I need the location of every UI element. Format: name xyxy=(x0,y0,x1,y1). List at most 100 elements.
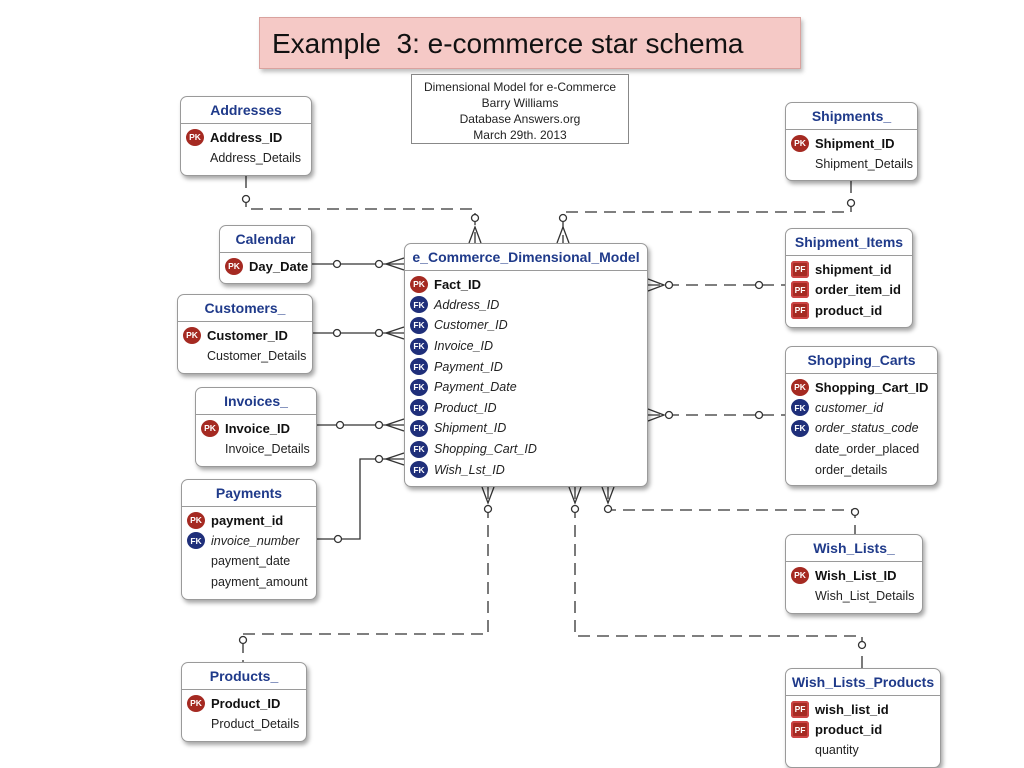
attribute-row-address-details[interactable]: Address_Details xyxy=(181,148,311,169)
attribute-row-wish-list-details[interactable]: Wish_List_Details xyxy=(786,586,922,607)
attribute-row-product-details[interactable]: Product_Details xyxy=(182,714,306,735)
fk-key-icon: FK xyxy=(410,419,428,437)
pk-key-icon: PK xyxy=(410,275,428,293)
attribute-name: payment_date xyxy=(211,554,291,569)
attribute-name: Product_ID xyxy=(434,400,497,415)
pf-key-icon: PF xyxy=(791,700,809,718)
pk-key-icon: PK xyxy=(187,694,205,712)
attribute-name: invoice_number xyxy=(211,533,300,548)
fk-key-icon: FK xyxy=(410,358,428,376)
attribute-name: Product_Details xyxy=(211,716,300,731)
attribute-row-shipment-details[interactable]: Shipment_Details xyxy=(786,154,917,175)
attribute-row-customer-details[interactable]: Customer_Details xyxy=(178,346,312,367)
entity-wish-lists[interactable]: Wish_Lists_ PK Wish_List_ID Wish_List_Detai… xyxy=(785,534,923,614)
pk-key-icon: PK xyxy=(183,326,201,344)
attribute-name: Day_Date xyxy=(249,258,309,274)
pf-key-icon: PF xyxy=(791,260,809,278)
attribute-name: Product_ID xyxy=(211,695,281,711)
pf-key-icon: PF xyxy=(791,281,809,299)
attribute-name: Address_ID xyxy=(434,297,500,312)
attribute-name: payment_amount xyxy=(211,575,308,590)
fk-key-icon: FK xyxy=(410,461,428,479)
attribute-row-wish-list-id[interactable]: PK Wish_List_ID xyxy=(786,565,922,586)
attribute-name: order_status_code xyxy=(815,421,919,436)
attribute-row-product-id[interactable]: PK Product_ID xyxy=(182,693,306,714)
pk-key-icon: PK xyxy=(791,566,809,584)
attribute-name: wish_list_id xyxy=(815,701,889,717)
attribute-row-product-id[interactable]: PF product_id xyxy=(786,300,912,321)
attribute-row-wish-list-id[interactable]: PF wish_list_id xyxy=(786,699,940,720)
pk-key-icon: PK xyxy=(791,134,809,152)
attribute-name: customer_id xyxy=(815,400,884,415)
entity-title: Wish_Lists_ xyxy=(786,535,922,562)
attribute-row-shipment-id[interactable]: FK Shipment_ID xyxy=(405,418,647,439)
attribute-name: order_details xyxy=(815,462,888,477)
attribute-row-customer-id[interactable]: PK Customer_ID xyxy=(178,325,312,346)
pf-key-icon: PF xyxy=(791,301,809,319)
attribute-name: Invoice_Details xyxy=(225,441,310,456)
attribute-name: Invoice_ID xyxy=(434,339,494,354)
attribute-name: Address_Details xyxy=(210,150,302,165)
attribute-row-product-id[interactable]: PF product_id xyxy=(786,720,940,741)
attribute-row-order-details[interactable]: order_details xyxy=(786,459,937,480)
attribute-name: Customer_ID xyxy=(434,318,508,333)
attribute-name: quantity xyxy=(815,743,859,758)
entity-title: Shipments_ xyxy=(786,103,917,130)
attribute-row-payment-date[interactable]: payment_date xyxy=(182,551,316,572)
attribute-name: product_id xyxy=(815,722,883,738)
entity-title: Shipment_Items xyxy=(786,229,912,256)
attribute-name: Fact_ID xyxy=(434,276,481,292)
attribute-name: Wish_List_ID xyxy=(815,567,897,583)
attribute-row-payment-amount[interactable]: payment_amount xyxy=(182,572,316,593)
attribute-name: product_id xyxy=(815,302,883,318)
attribute-row-date-order-placed[interactable]: date_order_placed xyxy=(786,439,937,460)
fk-key-icon: FK xyxy=(410,440,428,458)
attribute-name: Shopping_Cart_ID xyxy=(815,379,929,395)
attribute-name: Shipment_ID xyxy=(434,421,507,436)
attribute-name: date_order_placed xyxy=(815,442,920,457)
attribute-name: Wish_List_Details xyxy=(815,588,915,603)
entity-title: Calendar xyxy=(220,226,311,253)
attribute-row-invoice-details[interactable]: Invoice_Details xyxy=(196,439,316,460)
attribute-name: Customer_ID xyxy=(207,327,288,343)
calendar-link xyxy=(311,257,405,271)
pf-key-icon: PF xyxy=(791,721,809,739)
attribute-row-quantity[interactable]: quantity xyxy=(786,740,940,761)
attribute-row-fact-id[interactable]: PK Fact_ID xyxy=(405,274,647,295)
attribute-name: Payment_Date xyxy=(434,380,517,395)
